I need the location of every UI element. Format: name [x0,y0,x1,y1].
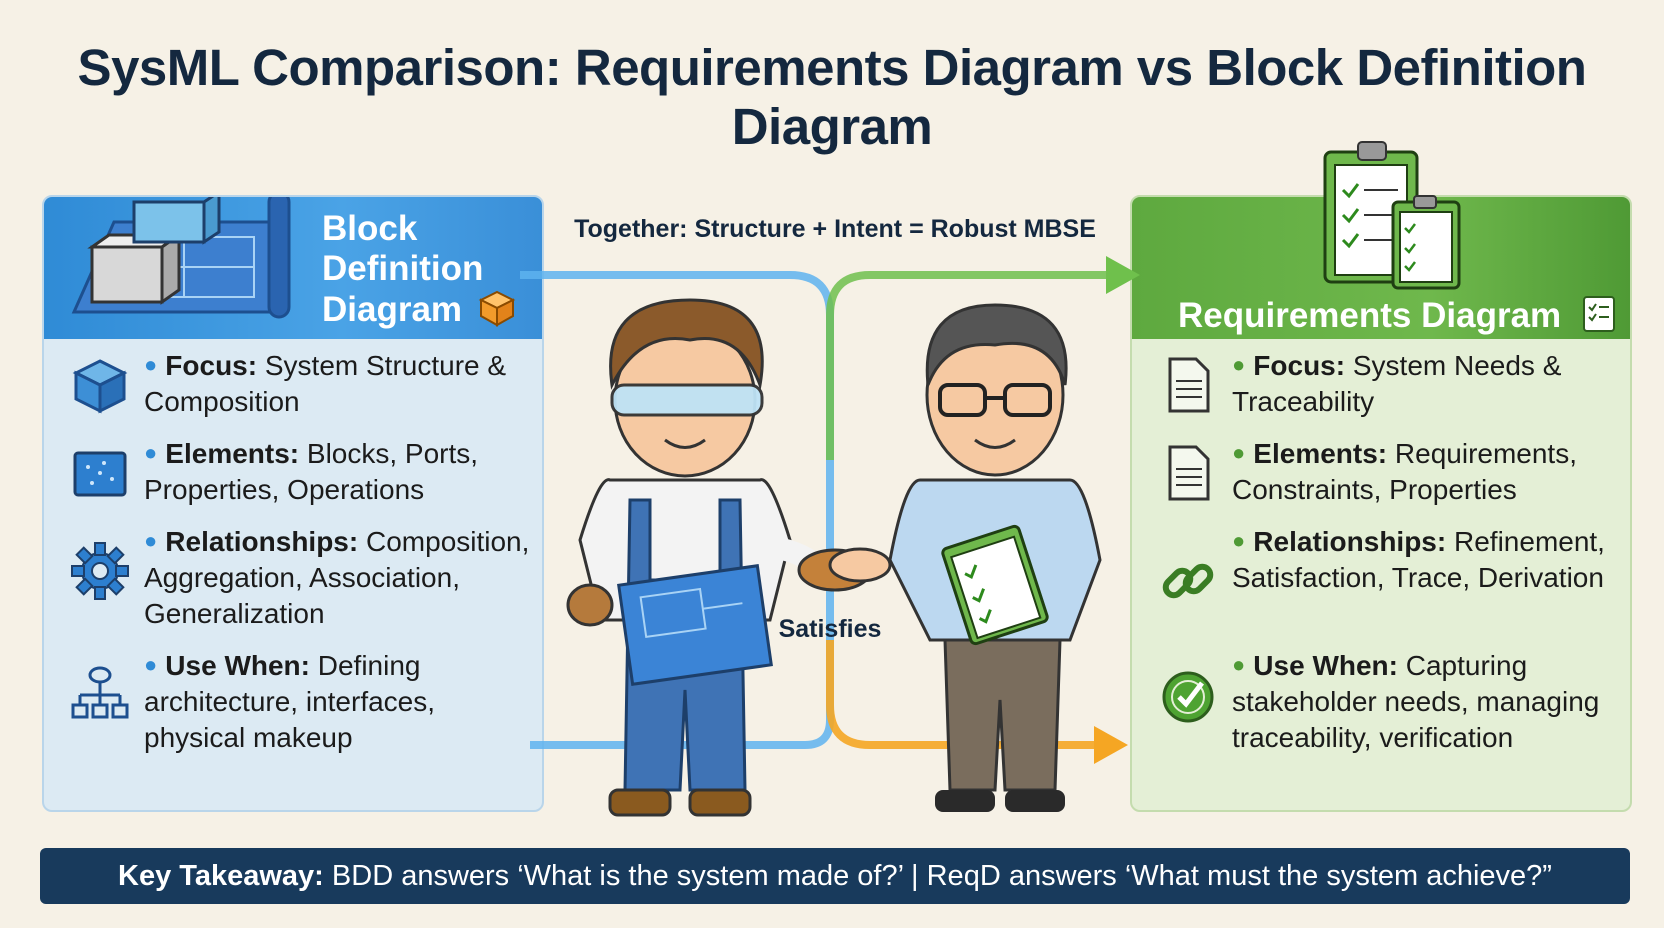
bdd-panel-header: Block Definition Diagram [44,197,542,339]
bdd-title-line-1: Block [322,209,418,248]
check-badge-icon [1162,671,1214,723]
bdd-item-focus-text: ●Focus: System Structure & Composition [144,350,507,417]
block-board-icon [73,451,127,497]
req-arrow-head [1106,256,1140,294]
req-item-elements: ●Elements: Requirements, Constraints, Pr… [1132,435,1630,525]
handshake [797,547,892,592]
req-item-focus: ●Focus: System Needs & Traceability [1132,347,1630,437]
req-item-focus-text: ●Focus: System Needs & Traceability [1232,350,1562,417]
bdd-panel-title: Block Definition Diagram [322,209,522,330]
small-cube-icon [478,290,516,327]
engineer-figure [566,298,823,817]
document-icon [1168,445,1210,501]
bdd-item-relationships-text: ●Relationships: Composition, Aggregation… [144,526,530,629]
document-icon [1168,357,1210,413]
satisfies-arrow-head [1094,726,1128,764]
bdd-title-line-3: Diagram [322,289,522,330]
together-label: Together: Structure + Intent = Robust MB… [574,215,1096,243]
gear-icon [71,542,129,600]
clipboards-icon [1323,141,1461,290]
req-item-elements-text: ●Elements: Requirements, Constraints, Pr… [1232,438,1577,505]
bdd-panel: Block Definition Diagram ●Focus: System … [42,195,544,812]
req-item-relationships-text: ●Relationships: Refinement, Satisfaction… [1232,526,1605,593]
checklist-icon [1582,296,1615,332]
bdd-item-use-when: ●Use When: Defining architecture, interf… [44,647,542,753]
bdd-item-relationships: ●Relationships: Composition, Aggregation… [44,523,542,629]
manager-figure [888,303,1102,812]
bdd-item-use-when-text: ●Use When: Defining architecture, interf… [144,650,436,753]
hierarchy-icon [71,666,129,719]
bdd-item-elements-text: ●Elements: Blocks, Ports, Properties, Op… [144,438,479,505]
req-panel-title: Requirements Diagram [1178,293,1615,336]
req-item-use-when: ●Use When: Capturing stakeholder needs, … [1132,647,1630,753]
req-item-use-when-text: ●Use When: Capturing stakeholder needs, … [1232,650,1600,753]
bdd-item-elements: ●Elements: Blocks, Ports, Properties, Op… [44,435,542,525]
blocks-blueprint-icon [71,197,291,319]
page-title: SysML Comparison: Requirements Diagram v… [77,39,1587,155]
req-flow-arrow [826,271,1110,460]
satisfies-label: Satisfies [778,615,882,643]
bdd-item-focus: ●Focus: System Structure & Composition [44,347,542,437]
takeaway-label: Key Takeaway: [118,860,324,892]
satisfies-arrow [826,640,1095,749]
bdd-title-line-2: Definition [322,249,484,288]
chain-link-icon [1162,563,1214,599]
key-takeaway-banner: Key Takeaway: BDD answers ‘What is the s… [40,848,1630,904]
takeaway-text: BDD answers ‘What is the system made of?… [331,860,1552,892]
cube-icon [72,359,128,414]
req-item-relationships: ●Relationships: Refinement, Satisfaction… [1132,523,1630,613]
